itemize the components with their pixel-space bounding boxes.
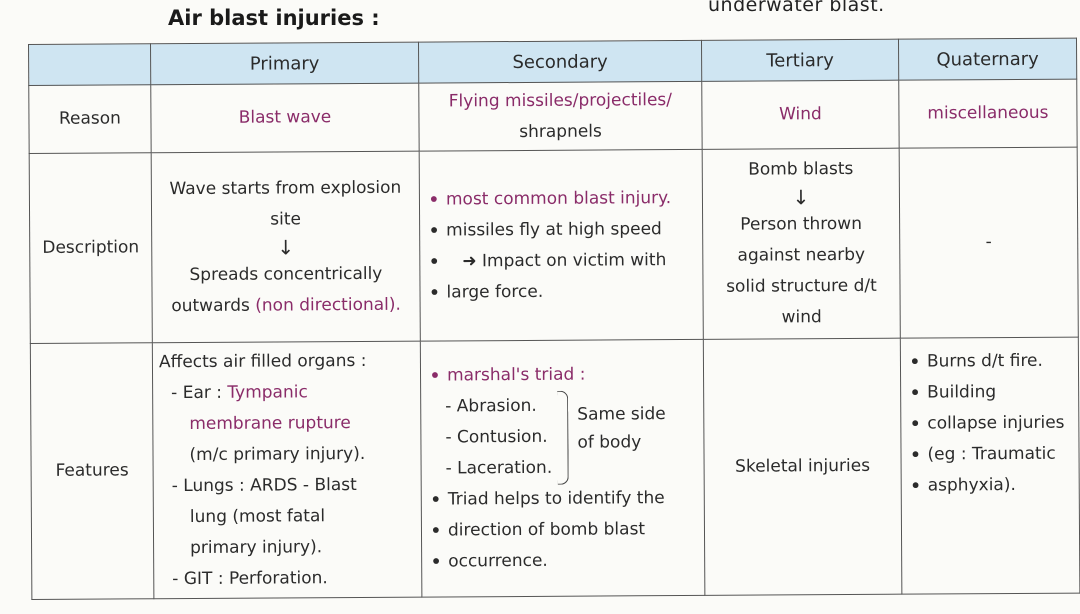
reason-quaternary: miscellaneous (898, 79, 1078, 149)
desc-primary-line3: Spreads concentrically (189, 263, 383, 285)
features-label: Features (30, 342, 154, 600)
reason-row: Reason Blast wave Flying missiles/projec… (28, 79, 1078, 154)
feat-primary-ear: - Ear : Tympanic (171, 381, 308, 403)
header-row: Primary Secondary Tertiary Quaternary (28, 38, 1077, 86)
features-quaternary: Burns d/t fire. Building collapse injuri… (900, 337, 1080, 595)
feat-secondary-help: Triad helps to identify the (428, 483, 698, 516)
header-quaternary: Quaternary (898, 38, 1077, 81)
reason-secondary-line2: shrapnels (519, 120, 602, 142)
description-row: Description Wave starts from explosion s… (29, 147, 1079, 344)
triad-contusion: - Contusion. (445, 426, 548, 448)
desc-primary-line2: site (270, 208, 301, 230)
desc-tertiary-line3: against nearby (737, 244, 866, 266)
page-title: Air blast injuries : (168, 6, 380, 30)
header-tertiary: Tertiary (701, 39, 899, 82)
desc-tertiary-line1: Bomb blasts (748, 158, 854, 180)
desc-secondary-bullet2: missiles fly at high speed (426, 213, 696, 246)
description-secondary: most common blast injury. missiles fly a… (419, 149, 704, 342)
description-tertiary: Bomb blasts ↓ Person thrown against near… (702, 148, 901, 340)
features-tertiary: Skeletal injuries (703, 338, 902, 596)
feat-primary-git: - GIT : Perforation. (172, 567, 328, 589)
description-quaternary: - (899, 147, 1079, 339)
header-empty (28, 43, 151, 86)
reason-secondary: Flying missiles/projectiles/ shrapnels (418, 81, 703, 152)
feat-primary-lungs-2: lung (most fatal (189, 505, 326, 527)
features-row: Features Affects air filled organs : - E… (30, 337, 1080, 600)
desc-secondary-bullet1: most common blast injury. (426, 182, 696, 215)
feat-quat-building-4: asphyxia). (908, 470, 1073, 502)
reason-secondary-line1: Flying missiles/projectiles/ (448, 89, 673, 111)
feat-quat-building: Building (907, 377, 1072, 409)
feat-secondary-triad: marshal's triad : (427, 359, 697, 392)
desc-primary-line1: Wave starts from explosion (169, 177, 402, 199)
down-arrow-icon: ↓ (792, 185, 810, 210)
brace-icon (557, 390, 569, 485)
desc-secondary-impact: ➜ Impact on victim with (426, 244, 696, 277)
feat-quat-building-2: collapse injuries (907, 408, 1072, 440)
reason-label: Reason (28, 84, 152, 154)
desc-secondary-force: large force. (426, 275, 696, 308)
triad-laceration: - Laceration. (445, 457, 553, 479)
header-primary: Primary (150, 42, 419, 85)
desc-tertiary-line2: Person thrown (740, 213, 863, 235)
feat-secondary-help-3: occurrence. (428, 545, 698, 578)
feat-primary-ear-2: membrane rupture (189, 412, 351, 434)
feat-primary-head: Affects air filled organs : (158, 350, 367, 372)
feat-quat-burns: Burns d/t fire. (907, 346, 1072, 378)
down-arrow-icon: ↓ (277, 234, 295, 259)
top-note: underwater blast. (708, 0, 885, 16)
feat-secondary-help-2: direction of bomb blast (428, 514, 698, 547)
description-label: Description (29, 152, 153, 344)
reason-primary: Blast wave (150, 83, 420, 153)
header-secondary: Secondary (418, 40, 702, 84)
desc-tertiary-line5: wind (781, 307, 822, 328)
features-secondary: marshal's triad : - Abrasion. - Contusio… (420, 339, 705, 598)
feat-primary-lungs-3: primary injury). (190, 536, 323, 558)
features-primary: Affects air filled organs : - Ear : Tymp… (152, 341, 422, 599)
feat-quat-building-3: (eg : Traumatic (907, 439, 1072, 471)
blast-injuries-table: Primary Secondary Tertiary Quaternary Re… (28, 38, 1080, 600)
triad-abrasion: - Abrasion. (445, 395, 537, 417)
desc-primary-line4: outwards (non directional). (171, 294, 401, 316)
description-primary: Wave starts from explosion site ↓ Spread… (151, 151, 421, 343)
desc-tertiary-line4: solid structure d/t (726, 275, 877, 297)
right-arrow-icon: ➜ (462, 250, 483, 271)
feat-primary-ear-3: (m/c primary injury). (189, 443, 366, 465)
triad-group: - Abrasion. - Contusion. - Laceration. S… (427, 390, 698, 485)
feat-primary-lungs: - Lungs : ARDS - Blast (171, 474, 357, 496)
reason-tertiary: Wind (701, 80, 900, 150)
same-side-label: Same side of body (577, 404, 666, 453)
